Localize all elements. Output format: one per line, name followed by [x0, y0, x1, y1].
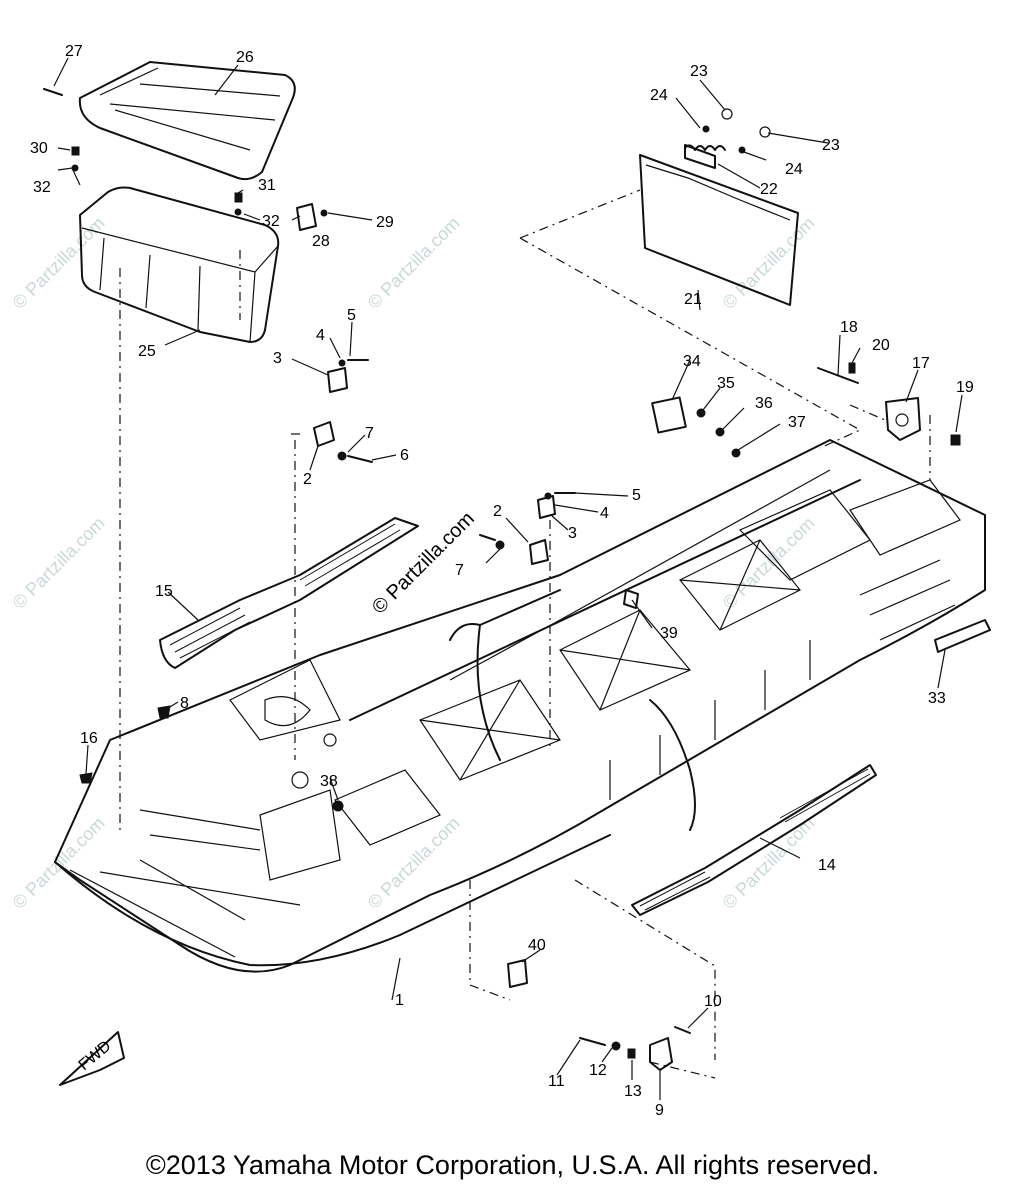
callout-25: 25: [138, 343, 156, 360]
callout-35: 35: [717, 375, 735, 392]
callout-2: 2: [303, 471, 312, 488]
seat-cushion: [78, 61, 296, 181]
right-step: [631, 764, 877, 916]
callout-1: 1: [395, 992, 404, 1009]
callout-7: 7: [365, 425, 374, 442]
watermark-text: © Partzilla.com: [719, 213, 819, 313]
callout-38: 38: [320, 773, 338, 790]
callout-3: 3: [568, 525, 577, 542]
callout-34: 34: [683, 353, 701, 370]
callout-10: 10: [704, 993, 722, 1010]
watermark-text: © Partzilla.com: [9, 213, 109, 313]
callout-6: 6: [400, 447, 409, 464]
callout-30: 30: [30, 140, 48, 157]
callout-29: 29: [376, 214, 394, 231]
callout-21: 21: [684, 291, 702, 308]
left-step: [159, 517, 419, 669]
callout-9: 9: [655, 1102, 664, 1119]
parts-diagram: © Partzilla.com © Partzilla.com © Partzi…: [9, 43, 991, 1119]
watermark-text: © Partzilla.com: [364, 813, 464, 913]
callout-23: 23: [690, 63, 708, 80]
callout-31: 31: [258, 177, 276, 194]
callout-14: 14: [818, 857, 836, 874]
leader-lines: [53, 57, 963, 1100]
callout-20: 20: [872, 337, 890, 354]
copyright-text: ©2013 Yamaha Motor Corporation, U.S.A. A…: [145, 1150, 880, 1180]
watermark-text: © Partzilla.com: [9, 513, 109, 613]
callout-18: 18: [840, 319, 858, 336]
callout-40: 40: [528, 937, 546, 954]
callout-23: 23: [822, 137, 840, 154]
callout-24: 24: [650, 87, 668, 104]
callout-13: 13: [624, 1083, 642, 1100]
callout-4: 4: [600, 505, 609, 522]
storage-box: [79, 186, 280, 343]
callout-33: 33: [928, 690, 946, 707]
hardware-pieces: [43, 88, 991, 1071]
callout-5: 5: [632, 487, 641, 504]
callout-36: 36: [755, 395, 773, 412]
callout-28: 28: [312, 233, 330, 250]
callout-27: 27: [65, 43, 83, 60]
callout-5: 5: [347, 307, 356, 324]
callout-39: 39: [660, 625, 678, 642]
callout-26: 26: [236, 49, 254, 66]
callout-24: 24: [785, 161, 803, 178]
callout-37: 37: [788, 414, 806, 431]
callout-32: 32: [262, 213, 280, 230]
callout-12: 12: [589, 1062, 607, 1079]
callout-11: 11: [548, 1073, 565, 1090]
callout-3: 3: [273, 350, 282, 367]
callout-15: 15: [155, 583, 173, 600]
callout-4: 4: [316, 327, 325, 344]
callout-labels: 1 2 2 3 3 4 4 5 5 6 7 7 8 9 10 11 12 13 …: [30, 43, 974, 1119]
assembly-lines: [119, 189, 931, 1079]
callout-19: 19: [956, 379, 974, 396]
fwd-label: FWD: [76, 1038, 115, 1074]
callout-17: 17: [912, 355, 930, 372]
callout-2: 2: [493, 503, 502, 520]
callout-8: 8: [180, 695, 189, 712]
watermark-text: © Partzilla.com: [9, 813, 109, 913]
callout-7: 7: [455, 562, 464, 579]
rear-panel: [639, 144, 799, 306]
callout-16: 16: [80, 730, 98, 747]
callout-22: 22: [760, 181, 778, 198]
callout-32: 32: [33, 179, 51, 196]
main-frame: [54, 439, 986, 973]
fwd-arrow: FWD: [59, 1031, 125, 1086]
watermark-text: © Partzilla.com: [719, 813, 819, 913]
